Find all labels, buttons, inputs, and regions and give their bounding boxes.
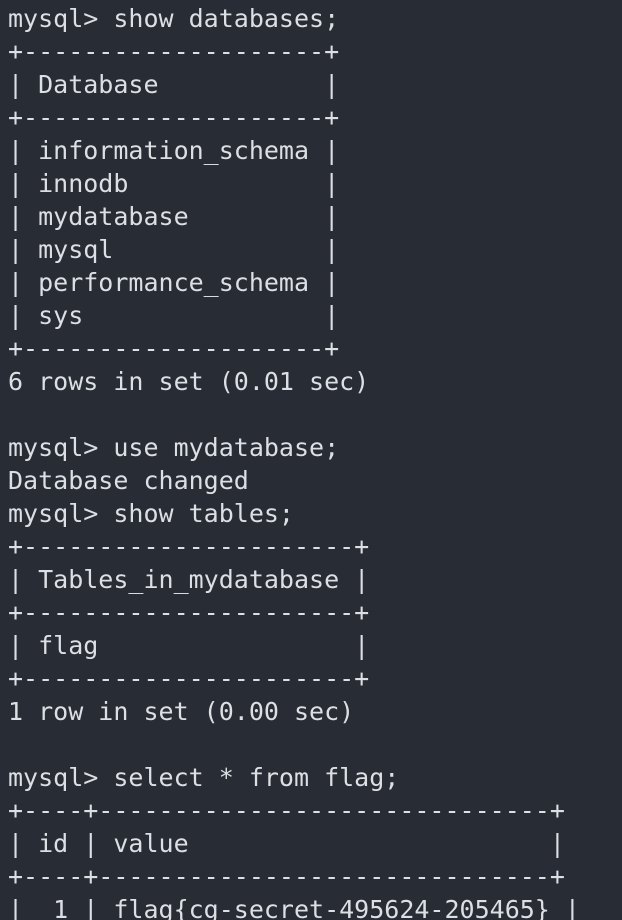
table-row: | Tables_in_mydatabase | [8,565,370,594]
table-row: | Database | [8,70,340,99]
table-border-line: +----------------------+ [8,532,370,561]
terminal-blank-line [8,398,622,431]
table-border-line: +--------------------+ [8,334,340,363]
table-row: | mysql | [8,235,340,264]
table-border-line: +----+------------------------------+ [8,862,565,891]
table-row: | sys | [8,301,340,330]
table-row: | mydatabase | [8,202,340,231]
terminal-command-line: mysql> use mydatabase; [8,433,340,462]
table-border-line: +----------------------+ [8,598,370,627]
terminal-command-line: mysql> show tables; [8,499,294,528]
table-row: | 1 | flag{cg-secret-495624-205465} | [8,895,580,920]
table-border-line: +----------------------+ [8,664,370,693]
table-row: | id | value | [8,829,565,858]
table-row: | flag | [8,631,370,660]
table-row: | performance_schema | [8,268,340,297]
terminal-status-line: 1 row in set (0.00 sec) [8,697,355,726]
table-border-line: +----+------------------------------+ [8,796,565,825]
table-row: | information_schema | [8,136,340,165]
terminal-blank-line [8,728,622,761]
table-row: | innodb | [8,169,340,198]
terminal-command-line: mysql> select * from flag; [8,763,400,792]
terminal-status-line: Database changed [8,466,249,495]
table-border-line: +--------------------+ [8,103,340,132]
terminal-command-line: mysql> show databases; [8,4,340,33]
terminal-status-line: 6 rows in set (0.01 sec) [8,367,370,396]
table-border-line: +--------------------+ [8,37,340,66]
